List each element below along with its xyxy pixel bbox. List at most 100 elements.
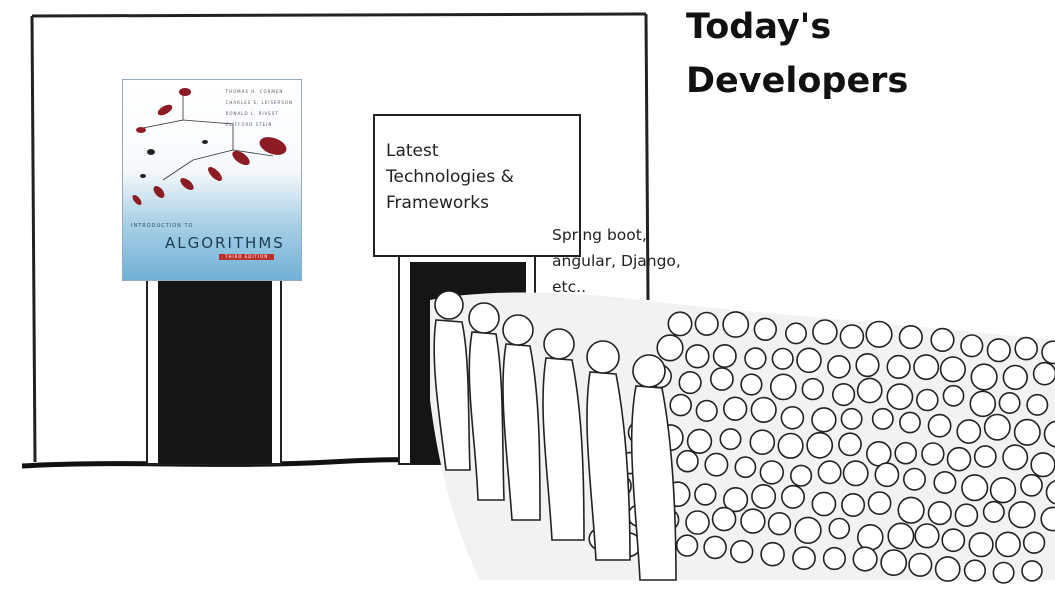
crowd-head bbox=[886, 383, 914, 411]
crowd-head bbox=[956, 419, 982, 444]
crowd-head bbox=[831, 383, 856, 407]
crowd-head bbox=[719, 428, 742, 451]
crowd-heads bbox=[588, 311, 1055, 584]
crowd-head bbox=[686, 428, 713, 454]
crowd-head bbox=[1013, 418, 1041, 446]
crowd-head bbox=[838, 432, 862, 457]
crowd-head bbox=[855, 353, 880, 378]
crowd-head bbox=[856, 523, 884, 551]
crowd-head bbox=[989, 477, 1017, 504]
crowd-head bbox=[811, 407, 837, 433]
crowd-head bbox=[902, 467, 926, 491]
crowd-head bbox=[729, 539, 754, 564]
crowd-head bbox=[894, 441, 918, 465]
mobile-sculpture-art bbox=[132, 88, 287, 205]
crowd-head bbox=[908, 552, 933, 577]
crowd-head bbox=[771, 347, 794, 370]
crowd-head bbox=[811, 491, 837, 517]
crowd-head bbox=[871, 407, 894, 430]
crowd-head bbox=[939, 356, 967, 383]
crowd-head bbox=[769, 373, 797, 401]
crowd-head bbox=[722, 396, 748, 421]
crowd-head bbox=[710, 367, 734, 391]
crowd-head bbox=[817, 460, 842, 485]
crowd-head bbox=[1032, 361, 1055, 386]
door-sign-line-3: Frameworks bbox=[386, 193, 489, 213]
caption-title: Today's Developers bbox=[686, 0, 908, 108]
crowd-head bbox=[722, 311, 750, 338]
crowd-head bbox=[1045, 480, 1055, 505]
crowd-head bbox=[703, 535, 727, 560]
crowd-head bbox=[970, 363, 998, 391]
crowd-head bbox=[930, 327, 955, 353]
book-edition-badge: THIRD EDITION bbox=[219, 254, 275, 260]
crowd-head bbox=[969, 390, 997, 418]
crowd-head bbox=[960, 334, 984, 358]
crowd-head bbox=[678, 371, 702, 395]
note-line-1: Spring boot, bbox=[552, 226, 647, 244]
door-sign-line-2: Technologies & bbox=[386, 167, 514, 187]
crowd-head bbox=[753, 317, 777, 341]
crowd-head bbox=[760, 541, 785, 567]
building-right-wall bbox=[644, 13, 650, 301]
crowd-head bbox=[694, 311, 719, 336]
crowd-head bbox=[995, 531, 1021, 558]
crowd-head bbox=[780, 405, 805, 430]
building-left-wall bbox=[30, 15, 37, 463]
crowd-head bbox=[722, 487, 749, 513]
crowd-head bbox=[927, 500, 952, 526]
crowd-head bbox=[852, 546, 878, 572]
crowd-head bbox=[840, 407, 863, 430]
crowd-head bbox=[914, 523, 940, 549]
left-door bbox=[146, 275, 282, 465]
crowd-head bbox=[751, 483, 777, 509]
book-intro-text: INTRODUCTION TO bbox=[131, 223, 194, 229]
crowd-head bbox=[865, 320, 893, 348]
crowd-head bbox=[913, 354, 940, 381]
crowd-head bbox=[1008, 501, 1036, 529]
note-line-3: etc.. bbox=[552, 278, 586, 296]
crowd-head bbox=[711, 506, 737, 532]
crowd-head bbox=[1040, 506, 1055, 532]
crowd-head bbox=[927, 413, 952, 438]
book-author: THOMAS H. CORMEN bbox=[225, 89, 284, 94]
crowd-head bbox=[1041, 340, 1055, 365]
crowd-head bbox=[801, 377, 824, 401]
crowd-head bbox=[886, 354, 911, 380]
building-top-edge bbox=[31, 12, 647, 18]
book-title: ALGORITHMS bbox=[165, 234, 285, 252]
book-author: CHARLES E. LEISERSON bbox=[225, 100, 293, 105]
crowd-head bbox=[992, 561, 1015, 584]
crowd-head bbox=[656, 334, 684, 362]
crowd-head bbox=[806, 431, 834, 459]
door-sign-line-1: Latest bbox=[386, 141, 439, 161]
crowd-head bbox=[792, 546, 816, 571]
crowd-head bbox=[796, 347, 822, 374]
crowd-head bbox=[750, 396, 777, 424]
crowd-head bbox=[954, 503, 979, 528]
crowd-head bbox=[685, 344, 710, 369]
crowd-head bbox=[767, 511, 792, 536]
crowd-head bbox=[982, 500, 1005, 523]
crowd-head bbox=[942, 384, 965, 407]
door-sign: Latest Technologies & Frameworks bbox=[373, 114, 581, 257]
crowd-head bbox=[784, 322, 807, 345]
crowd-head bbox=[842, 460, 869, 487]
crowd-head bbox=[933, 470, 957, 494]
crowd-head bbox=[1043, 420, 1055, 448]
book-author: CLIFFORD STEIN bbox=[225, 122, 273, 127]
crowd-head bbox=[667, 311, 693, 337]
crowd-head bbox=[946, 446, 972, 472]
book-authors: THOMAS H. CORMEN CHARLES E. LEISERSON RO… bbox=[226, 86, 293, 130]
crowd-head bbox=[887, 522, 915, 550]
algorithms-book-cover: THOMAS H. CORMEN CHARLES E. LEISERSON RO… bbox=[123, 80, 301, 280]
crowd-head bbox=[963, 559, 987, 582]
building bbox=[30, 12, 650, 463]
crowd-head bbox=[827, 354, 851, 379]
crowd-head bbox=[986, 338, 1011, 363]
crowd-head bbox=[934, 556, 961, 582]
crowd-head bbox=[1002, 444, 1029, 471]
crowd-head bbox=[704, 452, 729, 477]
crowd-head bbox=[856, 377, 883, 404]
